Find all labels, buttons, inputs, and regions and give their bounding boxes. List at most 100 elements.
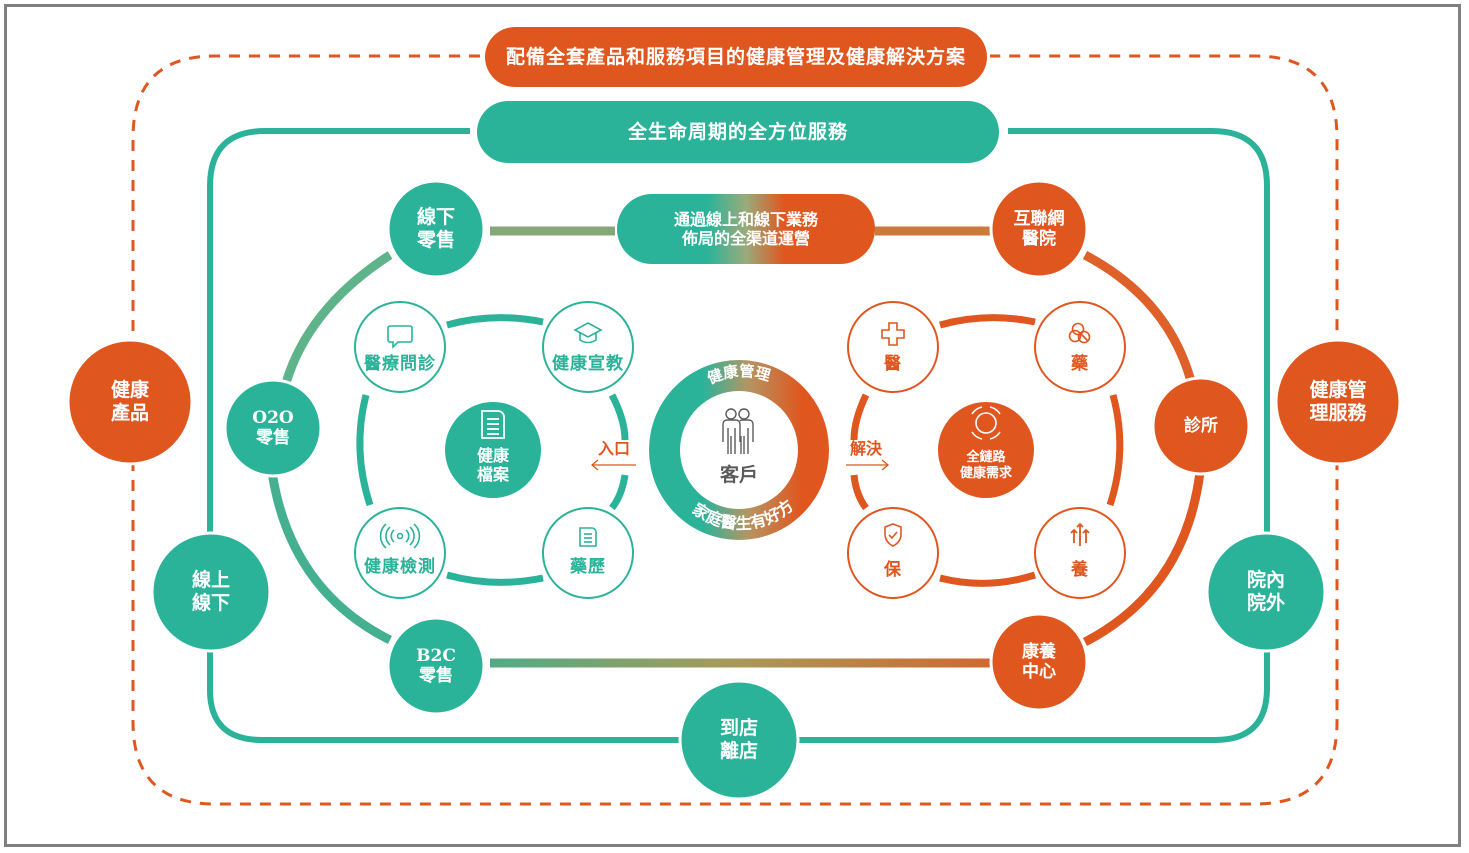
health-mgmt-services-node: 健康管 理服務 [1276,340,1400,464]
customer-inner [680,391,798,509]
node-line2: 零售 [416,229,455,251]
o2o-retail-node: O2O 零售 [225,380,321,476]
node-line2: 零售 [419,666,453,686]
to-from-store-circle [678,679,800,801]
node-line2: 產品 [110,402,149,424]
right-item-wellness: 養 [1040,558,1120,582]
item-label: 保 [884,559,902,580]
channel-banner-bg [617,194,875,264]
item-label: 醫療問診 [364,353,436,374]
in-out-hospital-circle [1205,531,1327,653]
cycle-icon [971,406,1001,440]
online-offline-circle [150,531,272,653]
customer-label-text: 客戶 [719,463,758,486]
offline-retail-node: 線下 零售 [388,181,484,277]
full-chain-needs-circle [938,402,1034,498]
top-banner: 配備全套產品和服務項目的健康管理及健康解決方案 [485,27,987,87]
item-label: 藥 [1071,353,1089,374]
signal-waves-icon [379,523,421,549]
health-products-circle [66,338,194,466]
node-line1: 互聯網 [1013,208,1065,229]
shield-check-icon [884,523,902,547]
top-banner-bg [485,27,987,87]
node-line2: 院外 [1246,592,1285,614]
entry-arrow [590,459,636,471]
channel-banner-line2: 佈局的全渠道運營 [681,229,810,248]
node-line1: 到店 [719,717,758,740]
node-line2: 中心 [1022,662,1056,682]
clinic-node: 診所 [1153,378,1249,474]
o2o-retail-circle [223,378,323,478]
pills-icon [1068,322,1091,344]
left-item-health-check: 健康檢測 [355,555,445,579]
node-line1: 診所 [1184,415,1218,436]
node-line1: 全鏈路 [966,450,1006,466]
right-item-medical: 醫 [853,352,933,376]
second-banner-bg [477,101,999,163]
item-label: 健康宣教 [552,353,624,374]
item-label: 藥歷 [570,556,606,577]
document-icon [481,410,505,439]
channel-banner-line1: 通過線上和線下業務 [673,209,818,229]
rehab-center-node: 康養 中心 [991,614,1087,710]
item-label: 醫 [884,353,902,374]
left-item-medication-history: 藥歷 [543,555,633,579]
offline-retail-circle [386,179,486,279]
node-line1: 院內 [1246,569,1285,592]
right-item-insurance: 保 [853,558,933,582]
health-record-circle [445,402,541,498]
left-inner-ring [356,314,629,586]
left-item-consultation: 醫療問診 [355,352,445,376]
right-inner-ring [850,314,1124,587]
left-item-health-education: 健康宣教 [543,352,633,376]
item-label: 養 [1071,559,1089,580]
health-mgmt-services-circle [1274,338,1402,466]
node-line2: 健康需求 [959,466,1012,481]
entry-label: 入口 [592,438,636,460]
health-products-node: 健康 產品 [68,340,192,464]
node-line1: 康養 [1022,641,1056,662]
people-icon [722,408,754,454]
node-line1: 健康 [110,379,149,402]
node-line2: 線下 [191,592,230,614]
chat-bubble-icon [387,325,413,349]
internet-hospital-node: 互聯網 醫院 [991,181,1087,277]
item-label: 健康檢測 [364,556,436,577]
arrows-up-icon [1070,522,1090,546]
second-banner: 全生命周期的全方位服務 [477,101,999,163]
node-line1: 健康管 [1309,379,1367,402]
full-chain-needs-node: 全鏈路 健康需求 [943,446,1029,486]
top-banner-text: 配備全套產品和服務項目的健康管理及健康解決方案 [505,45,966,68]
to-from-store-node: 到店 離店 [680,681,798,799]
clinic-circle [1151,376,1251,476]
internet-hospital-circle [989,179,1089,279]
left-cluster-circles [354,301,634,599]
graduation-cap-icon [573,322,603,344]
channel-track [267,226,1205,668]
entry-label-text: 入口 [597,439,630,459]
channel-banner: 通過線上和線下業務 佈局的全渠道運營 [617,194,875,264]
customer-label: 客戶 [699,462,779,488]
solve-arrow [846,459,890,471]
node-line1: O2O [252,407,294,428]
online-offline-node: 線上 線下 [152,533,270,651]
image-frame [4,4,1461,847]
health-record-node: 健康 檔案 [450,442,536,488]
right-cluster-circles [847,301,1126,599]
b2c-retail-circle [386,616,486,716]
node-line2: 理服務 [1309,402,1367,424]
node-line2: 檔案 [476,465,509,484]
node-line1: 健康 [476,445,509,465]
node-line2: 醫院 [1022,229,1056,249]
document-list-icon [579,527,597,547]
second-banner-text: 全生命周期的全方位服務 [627,120,848,143]
right-item-pharmacy: 藥 [1040,352,1120,376]
node-line2: 零售 [256,428,290,448]
node-line1: B2C [416,645,456,666]
node-line2: 離店 [719,740,758,762]
solve-label: 解決 [844,438,888,460]
rehab-center-circle [989,612,1089,712]
medical-cross-icon [881,322,905,346]
b2c-retail-node: B2C 零售 [388,618,484,714]
